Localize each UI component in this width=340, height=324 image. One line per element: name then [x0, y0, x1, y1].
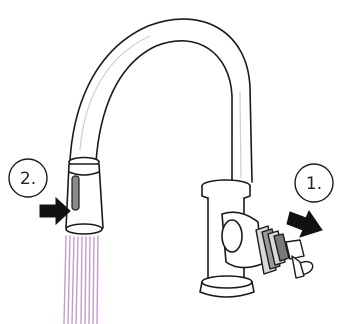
valve-cartridge: [255, 225, 314, 279]
arrow-icon: [39, 196, 71, 226]
callout-2: 2.: [8, 158, 48, 198]
spray-stream: [63, 235, 99, 324]
faucet-body: [199, 179, 263, 298]
callout-2-label: 2.: [20, 169, 36, 189]
spray-button: [71, 175, 80, 211]
callout-1-circle: [294, 163, 334, 203]
callout-2-circle: [8, 158, 48, 198]
spray-dash-overlay: [65, 239, 93, 324]
arrow-icon: [286, 209, 323, 238]
callout-1-label: 1.: [306, 174, 322, 194]
gooseneck-spout: [69, 18, 253, 183]
spray-head: [65, 156, 104, 235]
callout-1: 1.: [294, 163, 334, 203]
